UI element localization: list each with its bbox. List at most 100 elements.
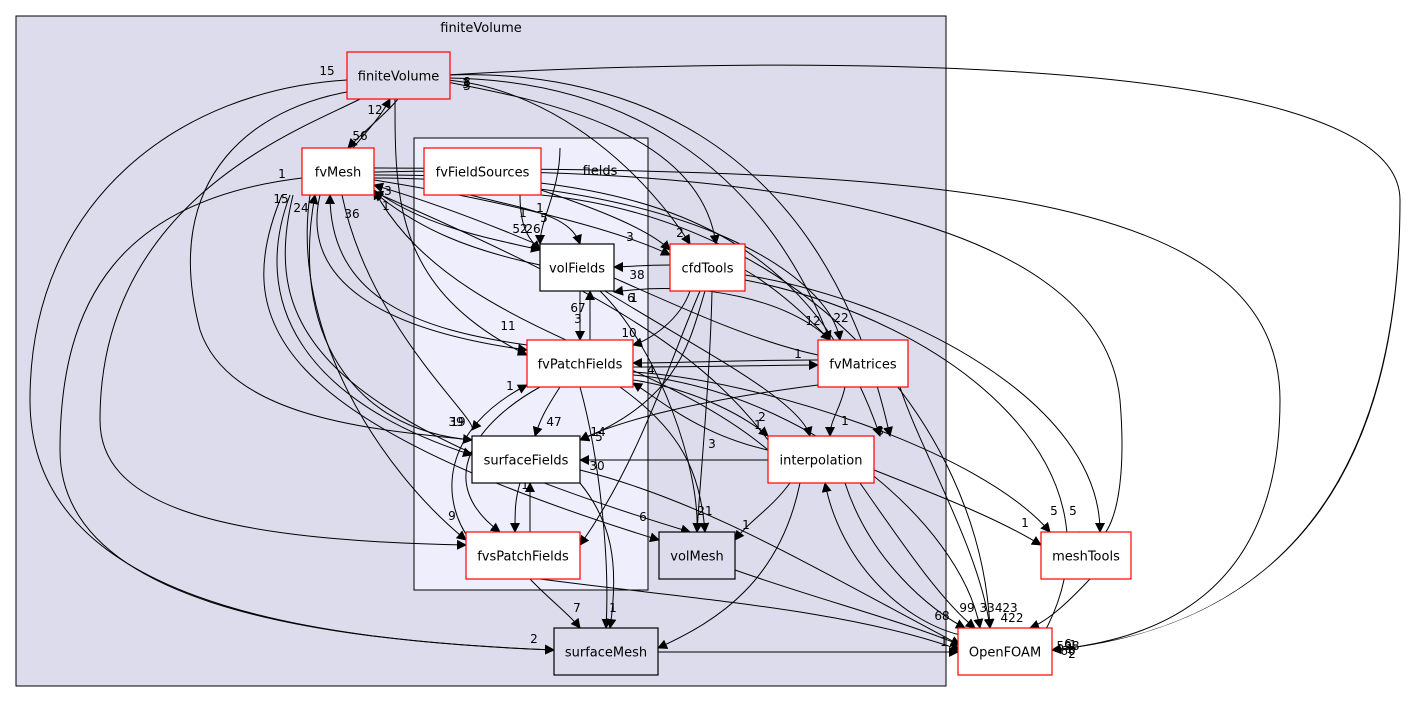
edge-72 <box>539 578 961 652</box>
edge-label-41: 6 <box>639 510 647 524</box>
edge-20 <box>341 194 482 431</box>
node-fvPatchFields[interactable]: fvPatchFields <box>526 339 634 388</box>
edge-label-58: 2 <box>1068 647 1076 661</box>
node-interpolation[interactable]: interpolation <box>767 435 875 484</box>
node-surfaceMesh[interactable]: surfaceMesh <box>553 627 659 676</box>
edge-label-22: 10 <box>621 326 636 340</box>
edge-label-7: 24 <box>293 201 308 215</box>
edge-label-48: 5 <box>1050 504 1058 518</box>
edge-46 <box>373 182 819 356</box>
node-fvsPatchFields-label: fvsPatchFields <box>477 550 569 565</box>
edge-1 <box>352 98 391 149</box>
node-OpenFOAM-label: OpenFOAM <box>969 646 1041 661</box>
edge-label-61: 1 <box>1069 638 1077 652</box>
edge-label-17: 3 <box>626 230 634 244</box>
edge-49 <box>579 384 819 441</box>
edge-label-19: 1 <box>536 201 544 215</box>
edge-label-23: 11 <box>500 319 515 333</box>
edge-16 <box>373 189 541 253</box>
edge-label-42: 1 <box>742 518 750 532</box>
node-fvMatrices[interactable]: fvMatrices <box>817 339 909 388</box>
node-interpolation-box[interactable] <box>767 435 875 484</box>
node-meshTools-box[interactable] <box>1040 531 1132 580</box>
node-fvMatrices-label: fvMatrices <box>829 358 897 373</box>
node-fvsPatchFields-box[interactable] <box>465 531 581 580</box>
node-volFields-box[interactable] <box>539 243 615 292</box>
node-volFields[interactable]: volFields <box>539 243 615 292</box>
edge-label-44: 1 <box>506 379 514 393</box>
edge-24 <box>263 194 660 543</box>
node-fvMesh-box[interactable] <box>301 147 375 196</box>
edge-66 <box>373 189 769 451</box>
edge-11 <box>373 179 671 256</box>
edge-label-54: 1 <box>940 635 948 649</box>
edge-32 <box>613 261 671 272</box>
edge-38 <box>744 274 1105 533</box>
node-fvMesh[interactable]: fvMesh <box>301 147 375 196</box>
edge-23 <box>276 194 473 458</box>
edge-71 <box>529 578 581 629</box>
edge-70 <box>579 469 961 646</box>
node-fvsPatchFields[interactable]: fvsPatchFields <box>465 531 581 580</box>
edge-label-45: 7 <box>573 601 581 615</box>
edge-label-2: 56 <box>352 129 367 143</box>
node-surfaceMesh-box[interactable] <box>553 627 659 676</box>
node-interpolation-label: interpolation <box>780 454 863 469</box>
node-fvPatchFields-box[interactable] <box>526 339 634 388</box>
edge-26 <box>59 177 555 655</box>
edge-label-50: 99 <box>959 601 974 615</box>
edge-label-27: 4 <box>647 363 655 377</box>
edge-61 <box>657 482 801 649</box>
node-fvFieldSources[interactable]: fvFieldSources <box>423 147 542 196</box>
edge-14 <box>373 170 1123 543</box>
edge-label-28: 47 <box>546 415 561 429</box>
node-OpenFOAM-box[interactable] <box>957 627 1053 676</box>
node-OpenFOAM[interactable]: OpenFOAM <box>957 627 1053 676</box>
node-volMesh[interactable]: volMesh <box>658 531 736 580</box>
edge-label-32: 5 <box>595 430 603 444</box>
edge-label-53: 68 <box>934 609 949 623</box>
edge-label-8: 36 <box>344 207 359 221</box>
edge-43 <box>604 290 813 437</box>
edge-label-26: 1 <box>794 347 802 361</box>
edge-label-31: 14 <box>590 425 605 439</box>
edge-label-51: 334 <box>980 601 1003 615</box>
node-volMesh-box[interactable] <box>658 531 736 580</box>
edge-label-6: 3 <box>462 77 470 91</box>
edge-label-52: 23 <box>1002 601 1017 615</box>
edge-label-14: 26 <box>525 222 540 236</box>
node-finiteVolume[interactable]: finiteVolume <box>346 51 451 100</box>
edge-label-0: 15 <box>319 64 334 78</box>
edge-label-15: 1 <box>519 206 527 220</box>
edge-label-63: 1 <box>630 291 638 305</box>
edge-47 <box>825 386 846 437</box>
edge-17 <box>373 191 541 266</box>
cluster-inner-label: fields <box>583 164 618 179</box>
edge-label-36: 8 <box>876 424 884 438</box>
edge-62 <box>873 469 1042 546</box>
edge-label-37: 1 <box>841 414 849 428</box>
node-surfaceFields[interactable]: surfaceFields <box>471 435 581 484</box>
edge-25 <box>284 194 691 535</box>
edge-58 <box>632 382 769 451</box>
node-fvFieldSources-box[interactable] <box>423 147 542 196</box>
edge-55 <box>632 371 1051 533</box>
edge-label-30: 19 <box>450 415 465 429</box>
edge-34 <box>579 290 706 442</box>
edge-8 <box>190 87 473 444</box>
edge-label-40: 9 <box>448 509 456 523</box>
edge-label-24: 12 <box>805 314 820 328</box>
edge-label-56: 422 <box>1001 611 1024 625</box>
edge-label-46: 1 <box>609 601 617 615</box>
cluster-outer-label: finiteVolume <box>440 21 522 36</box>
node-finiteVolume-box[interactable] <box>346 51 451 100</box>
node-meshTools[interactable]: meshTools <box>1040 531 1132 580</box>
node-fvMatrices-box[interactable] <box>817 339 909 388</box>
node-surfaceFields-box[interactable] <box>471 435 581 484</box>
node-cfdTools[interactable]: cfdTools <box>669 243 746 292</box>
edge-19 <box>325 194 528 346</box>
node-cfdTools-box[interactable] <box>669 243 746 292</box>
edge-label-18: 5 <box>540 211 548 225</box>
edge-9 <box>99 98 467 550</box>
